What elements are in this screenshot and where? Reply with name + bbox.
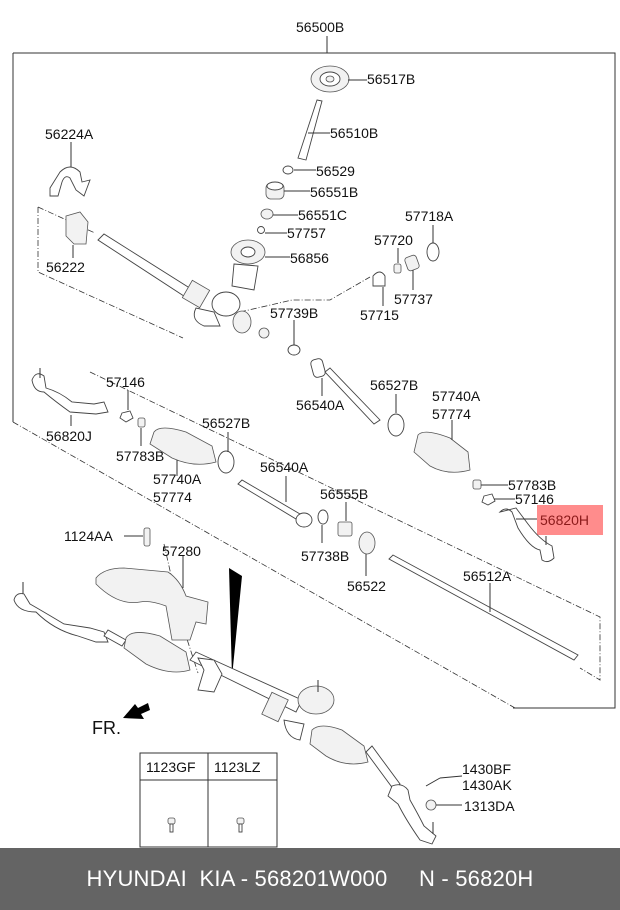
part-56527B-right[interactable] — [387, 394, 405, 437]
bolt-icon — [167, 817, 176, 833]
part-56512A[interactable] — [388, 554, 579, 661]
part-57720[interactable] — [393, 248, 402, 274]
front-arrow-icon — [123, 703, 150, 719]
part-56540A-right[interactable] — [310, 358, 381, 425]
label-56820H[interactable]: 56820H — [540, 512, 589, 528]
label-57715[interactable]: 57715 — [360, 307, 399, 323]
part-56856[interactable] — [230, 239, 290, 291]
label-56517B[interactable]: 56517B — [367, 71, 415, 87]
part-56224A[interactable] — [49, 142, 91, 197]
label-57783B-left[interactable]: 57783B — [116, 448, 164, 464]
label-56540A-mid[interactable]: 56540A — [260, 459, 309, 475]
part-56527B-left[interactable] — [217, 432, 235, 474]
label-56222[interactable]: 56222 — [46, 259, 85, 275]
assembly-label[interactable]: 56500B — [296, 19, 344, 35]
part-57715[interactable] — [372, 271, 386, 306]
label-57280[interactable]: 57280 — [162, 543, 201, 559]
part-57146-left[interactable] — [119, 390, 134, 423]
assembled-rack — [13, 582, 437, 845]
part-57739B[interactable] — [258, 320, 301, 356]
label-57720[interactable]: 57720 — [374, 232, 413, 248]
label-1124AA[interactable]: 1124AA — [64, 528, 113, 544]
bolt-table-header-1123GF[interactable]: 1123GF — [146, 759, 196, 775]
part-1313DA[interactable] — [425, 799, 462, 811]
part-57280[interactable] — [95, 555, 209, 641]
label-56551B[interactable]: 56551B — [310, 184, 358, 200]
part-56551C[interactable] — [260, 208, 298, 220]
label-57774-left[interactable]: 57774 — [153, 489, 192, 505]
label-56551C[interactable]: 56551C — [298, 207, 347, 223]
part-56820J[interactable] — [31, 368, 109, 426]
part-57718A[interactable] — [426, 225, 440, 262]
part-57740A-right[interactable] — [413, 420, 471, 473]
label-56555B[interactable]: 56555B — [320, 486, 368, 502]
pointer-wedge — [229, 568, 242, 677]
label-56529[interactable]: 56529 — [316, 163, 355, 179]
part-57757[interactable] — [257, 226, 288, 234]
label-57740A-right[interactable]: 57740A — [432, 388, 481, 404]
label-56510B[interactable]: 56510B — [330, 125, 378, 141]
part-57737[interactable] — [404, 254, 420, 290]
part-56529[interactable] — [282, 165, 316, 175]
part-56222[interactable] — [65, 211, 89, 258]
label-57146-right[interactable]: 57146 — [515, 491, 554, 507]
label-56820J[interactable]: 56820J — [46, 428, 92, 444]
label-57718A[interactable]: 57718A — [405, 208, 454, 224]
part-57783B-left[interactable] — [137, 417, 146, 446]
part-57783B-right[interactable] — [472, 479, 508, 490]
part-57740A-left[interactable] — [149, 427, 217, 476]
label-57757[interactable]: 57757 — [287, 225, 326, 241]
front-indicator: FR. — [92, 703, 150, 738]
label-56512A[interactable]: 56512A — [463, 568, 512, 584]
label-57740A-left[interactable]: 57740A — [153, 471, 202, 487]
part-1124AA[interactable] — [124, 527, 151, 547]
label-1313DA[interactable]: 1313DA — [464, 798, 515, 814]
footer-part-number: HYUNDAI KIA - 568201W000 N - 56820H — [86, 866, 534, 891]
bolt-icon — [236, 817, 245, 833]
front-label: FR. — [92, 718, 121, 738]
bolt-table — [139, 752, 278, 848]
label-57783B-right[interactable]: 57783B — [508, 477, 556, 493]
label-1430AK[interactable]: 1430AK — [462, 777, 512, 793]
footer-bar: HYUNDAI KIA - 568201W000 N - 56820H — [0, 848, 620, 910]
highlight-box — [537, 505, 603, 535]
label-57146-left[interactable]: 57146 — [106, 374, 145, 390]
part-56540A-mid[interactable] — [237, 476, 313, 528]
label-56527B-left[interactable]: 56527B — [202, 415, 250, 431]
label-1430BF[interactable]: 1430BF — [462, 761, 511, 777]
assembly-frame — [12, 36, 616, 709]
parts-diagram: 56500B 56517B 56510B 56529 56551B 56551C — [12, 19, 616, 848]
label-57739B[interactable]: 57739B — [270, 305, 318, 321]
part-56510B[interactable] — [297, 99, 330, 161]
label-56527B-right[interactable]: 56527B — [370, 377, 418, 393]
part-56555B[interactable] — [337, 502, 353, 537]
label-57738B[interactable]: 57738B — [301, 548, 349, 564]
label-56522[interactable]: 56522 — [347, 578, 386, 594]
label-56540A-top[interactable]: 56540A — [296, 397, 345, 413]
label-56224A[interactable]: 56224A — [45, 126, 94, 142]
bolt-table-header-1123LZ[interactable]: 1123LZ — [214, 759, 261, 775]
label-57737[interactable]: 57737 — [394, 291, 433, 307]
part-56517B[interactable] — [310, 65, 367, 93]
part-57146-right[interactable] — [481, 493, 515, 506]
part-gear-housing — [97, 233, 252, 334]
part-56551B[interactable] — [265, 181, 310, 200]
part-1430BF[interactable] — [425, 775, 463, 787]
part-56820H[interactable] — [498, 505, 603, 563]
label-57774-right[interactable]: 57774 — [432, 406, 471, 422]
part-56522[interactable] — [358, 531, 376, 576]
label-56856[interactable]: 56856 — [290, 250, 329, 266]
part-57738B[interactable] — [317, 509, 329, 543]
